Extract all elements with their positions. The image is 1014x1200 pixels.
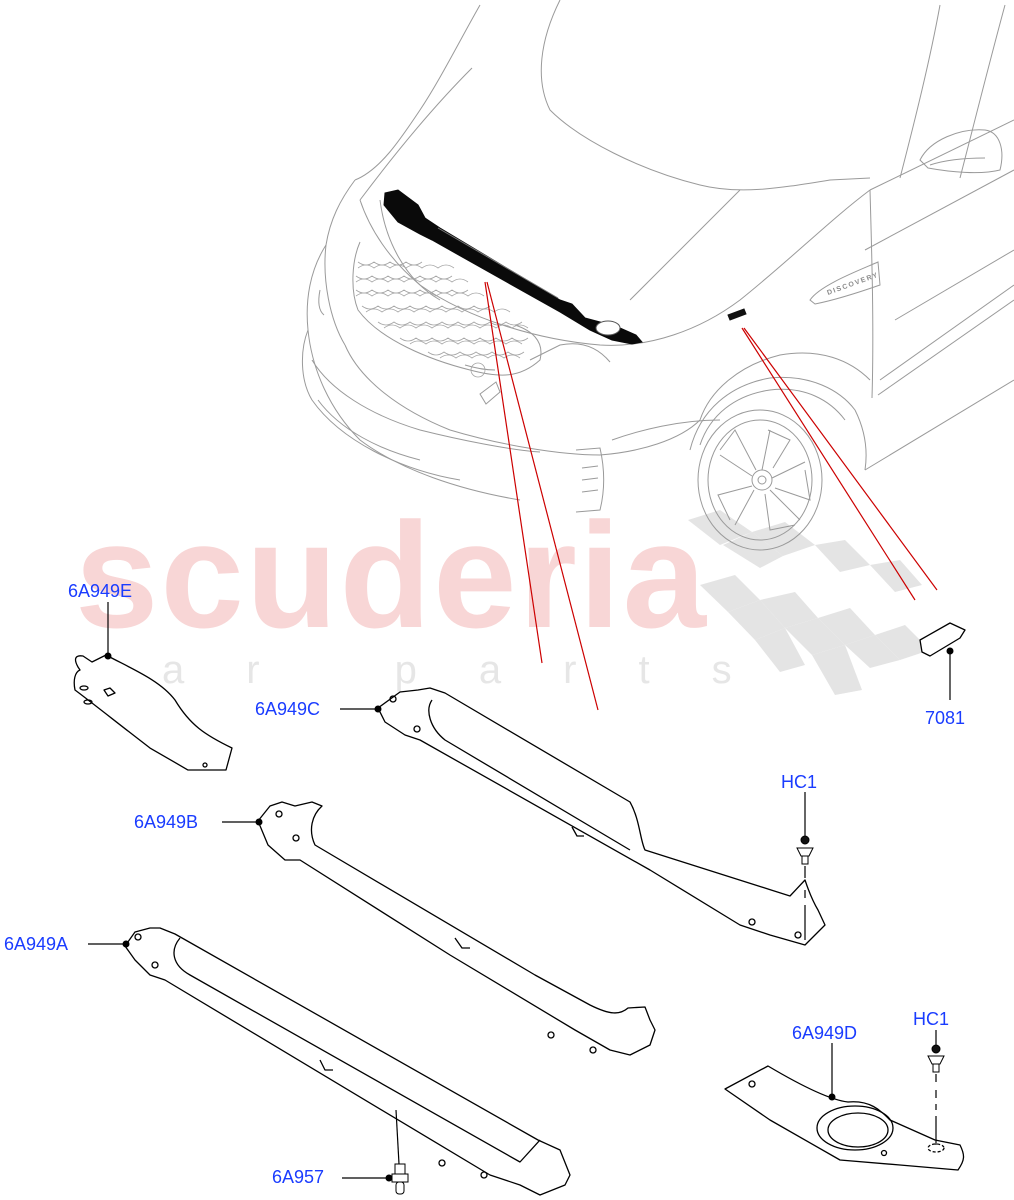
- watermark-car-parts: car parts: [80, 648, 794, 692]
- callout-6A949C[interactable]: 6A949C: [255, 699, 321, 719]
- fastener-HC1-lower: [927, 1044, 945, 1073]
- part-6A949D: [724, 1065, 965, 1171]
- part-6A949A: [124, 927, 571, 1196]
- fastener-6A957: [391, 1163, 409, 1195]
- part-6A949E: [73, 654, 233, 771]
- callout-6A957[interactable]: 6A957: [272, 1167, 325, 1187]
- part-6A949C: [377, 687, 826, 946]
- callout-HC1-upper[interactable]: HC1: [781, 772, 818, 792]
- part-7081: [919, 622, 966, 657]
- callout-7081[interactable]: 7081: [925, 708, 966, 728]
- part-6A949B: [257, 801, 656, 1056]
- leader-lines: [88, 602, 951, 1179]
- leader-dots: [104, 647, 954, 1182]
- callout-6A949E[interactable]: 6A949E: [68, 581, 133, 601]
- badge-part-highlight: [727, 308, 747, 321]
- callout-6A949B[interactable]: 6A949B: [134, 812, 199, 832]
- callout-HC1-lower[interactable]: HC1: [913, 1009, 950, 1029]
- callout-6A949D[interactable]: 6A949D: [792, 1023, 858, 1043]
- watermark-scuderia: scuderia: [75, 491, 708, 659]
- callout-6A949A[interactable]: 6A949A: [4, 934, 69, 954]
- fastener-HC1-upper: [796, 835, 814, 865]
